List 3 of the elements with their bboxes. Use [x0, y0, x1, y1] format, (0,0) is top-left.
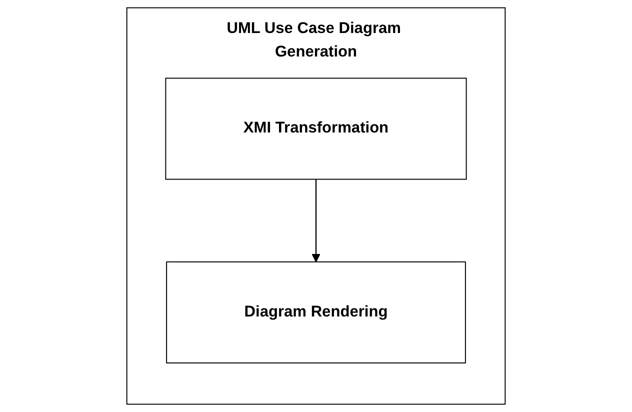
node-box: Diagram Rendering [166, 261, 466, 364]
arrow [312, 179, 320, 262]
node-box: XMI Transformation [165, 78, 467, 180]
